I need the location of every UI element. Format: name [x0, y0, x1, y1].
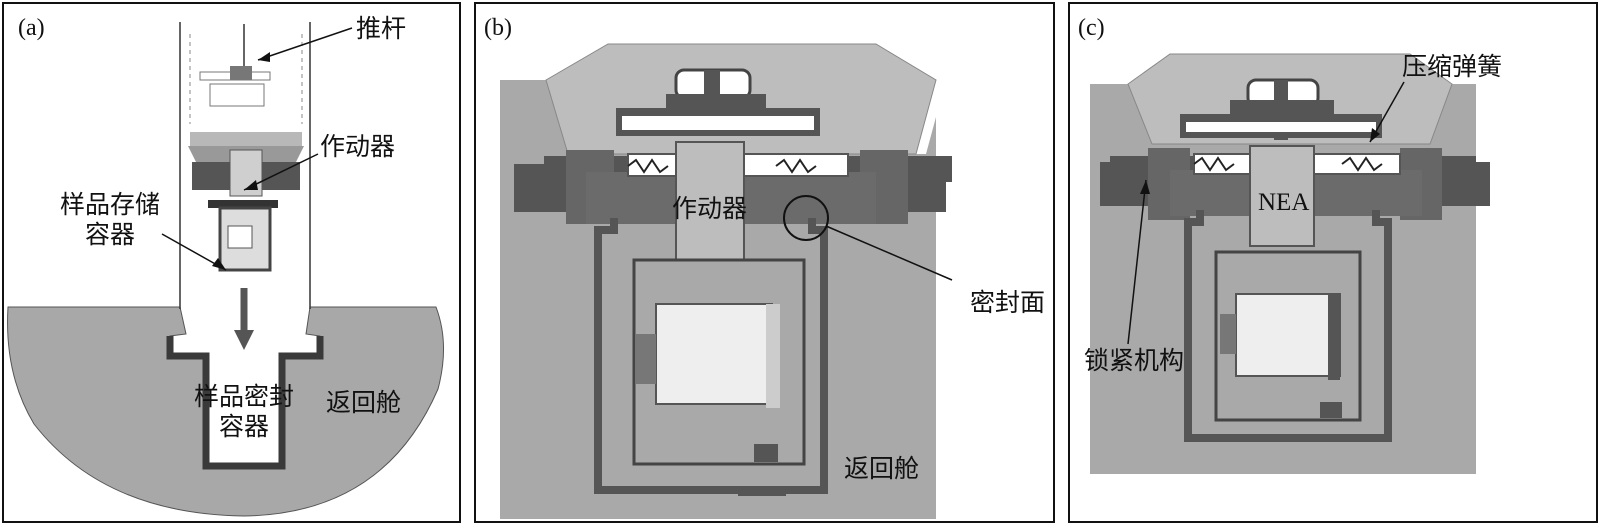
spring-label: 压缩弹簧: [1402, 52, 1503, 81]
container-outline: [594, 218, 828, 494]
push-rod-label: 推杆: [356, 14, 407, 43]
lock-mechanism-label: 锁紧机构: [1084, 346, 1185, 375]
sample-seal-container: [166, 336, 324, 470]
seal-face-label: 密封面: [970, 288, 1046, 317]
container-outline: [1184, 210, 1392, 442]
panel-tag-c: (c): [1078, 15, 1105, 41]
panel-b-diagram: [500, 43, 1053, 521]
nea-label: NEA: [1258, 189, 1310, 216]
panel-c: (c) 压缩弹簧 NEA 锁紧机构: [1068, 2, 1598, 523]
panel-c-diagram: [1090, 53, 1490, 474]
panel-tag-a: (a): [18, 15, 45, 41]
return-capsule-body: [7, 306, 444, 517]
arrow-down-icon: [234, 330, 254, 350]
return-capsule-label-a: 返回舱: [326, 388, 402, 417]
panel-a: (a) 推杆 作动器 样品存储 容器 样品密封 容器 返回舱: [2, 2, 461, 523]
seal-face-marker: [783, 195, 829, 241]
storage-container-label: 样品存储 容器: [59, 190, 160, 249]
return-capsule-label-b: 返回舱: [844, 454, 920, 483]
panel-b: (b) 作动器 密封面 返回舱: [474, 2, 1055, 523]
seal-container-label: 样品密封 容器: [193, 382, 294, 441]
panel-tag-b: (b): [484, 15, 512, 41]
actuator-label-b: 作动器: [672, 194, 748, 223]
actuator-label-a: 作动器: [320, 132, 396, 161]
panel-a-diagram: [7, 22, 444, 517]
